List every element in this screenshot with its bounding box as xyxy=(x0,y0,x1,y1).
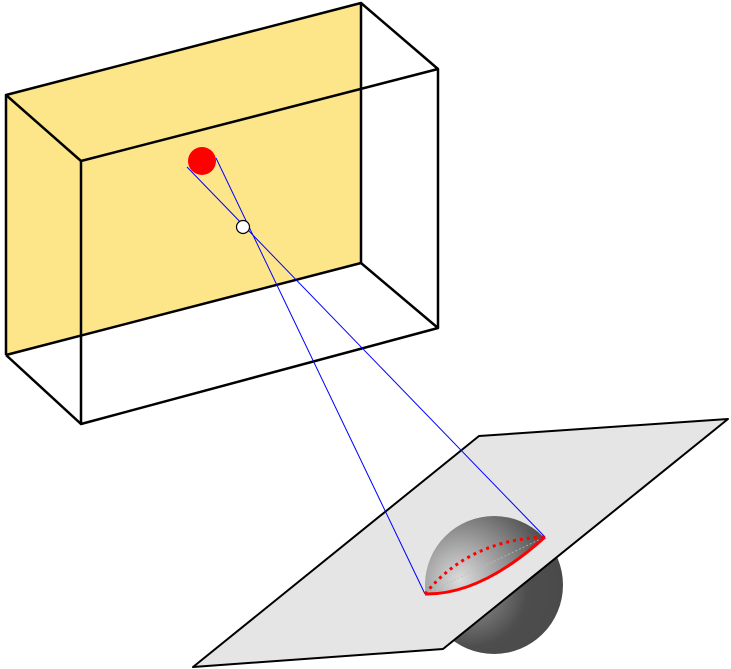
back-face xyxy=(6,3,361,355)
image-ellipse-front xyxy=(424,535,547,596)
image-ellipse-back xyxy=(423,535,546,595)
box-edges xyxy=(4,1,440,426)
pinhole xyxy=(235,219,251,235)
object-point xyxy=(188,147,216,175)
